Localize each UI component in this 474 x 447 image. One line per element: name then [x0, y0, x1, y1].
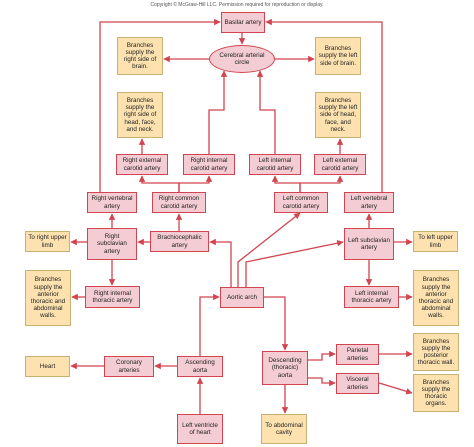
- arrow-descending-visceral: [308, 377, 336, 387]
- right-common-carotid: Right common carotid artery: [152, 192, 206, 213]
- arrow-rint-circle: [208, 70, 228, 154]
- visceral-arteries: Visceral arteries: [336, 373, 379, 394]
- left-brain-branches: Branches supply the left side of brain.: [315, 37, 361, 75]
- right-head-branches: Branches supply the right side of head, …: [117, 92, 163, 138]
- left-external-carotid: Left external carotid artery: [314, 154, 366, 175]
- arrow-visceral-organs: [378, 382, 413, 395]
- thoracic-organ-branches: Branches supply the thoracic organs.: [413, 374, 459, 412]
- brachiocephalic-artery: Brachiocephalic artery: [150, 231, 209, 252]
- arrow-rcommon-ext: [138, 175, 180, 192]
- aortic-arch: Aortic arch: [220, 287, 264, 308]
- arrow-descending-parietal: [308, 350, 336, 361]
- arrow-arch-lcommon: [237, 212, 301, 287]
- arrow-lint-circle: [256, 70, 276, 154]
- ascending-aorta: Ascending aorta: [177, 356, 223, 377]
- arrow-rcommon-int: [178, 175, 213, 192]
- right-brain-branches: Branches supply the right side of brain.: [117, 37, 163, 75]
- posterior-wall-branches: Branches supply the posterior thoracic w…: [413, 333, 459, 371]
- right-vertebral-artery: Right vertebral artery: [87, 192, 137, 213]
- to-right-upper-limb: To right upper limb: [25, 231, 70, 252]
- right-external-carotid: Right external carotid artery: [116, 154, 168, 175]
- left-subclavian-artery: Left subclavian artery: [344, 228, 394, 260]
- cerebral-arterial-circle: Cerebral arterial circle: [209, 45, 275, 73]
- left-internal-thoracic: Left internal thoracic artery: [344, 286, 399, 308]
- right-thoracic-wall-branches: Branches supply the anterior thoracic an…: [25, 270, 71, 326]
- arrow-lcommon-int: [271, 175, 301, 192]
- left-common-carotid: Left common carotid artery: [274, 192, 328, 213]
- left-vertebral-artery: Left vertebral artery: [344, 192, 394, 213]
- arrow-arch-descending: [264, 296, 289, 351]
- arrow-lcommon-ext: [299, 175, 344, 192]
- right-subclavian-artery: Right subclavian artery: [87, 228, 137, 260]
- basilar-artery: Basilar artery: [221, 12, 265, 33]
- left-head-branches: Branches supply the left side of head, f…: [315, 92, 361, 138]
- arrow-lvert-basilar: [265, 18, 383, 192]
- arrow-arch-lsubclav: [245, 239, 344, 287]
- arrow-arch-brachio: [209, 238, 232, 287]
- arrow-rvert-basilar: [99, 18, 221, 192]
- right-internal-thoracic: Right internal thoracic artery: [85, 286, 140, 308]
- to-left-upper-limb: To left upper limb: [413, 231, 458, 252]
- heart: Heart: [25, 356, 70, 377]
- arrow-ascending-arch: [199, 293, 220, 356]
- descending-thoracic-aorta: Descending (thoracic) aorta: [262, 351, 308, 385]
- right-internal-carotid: Right internal carotid artery: [183, 154, 235, 175]
- coronary-arteries: Coronary arteries: [104, 356, 154, 377]
- parietal-arteries: Parietal arteries: [336, 344, 379, 365]
- left-internal-carotid: Left internal carotid artery: [249, 154, 301, 175]
- to-abdominal-cavity: To abdominal cavity: [261, 414, 307, 444]
- copyright-notice: Copyright © McGraw-Hill LLC. Permission …: [150, 2, 324, 8]
- left-ventricle-of-heart: Left ventricle of heart: [177, 414, 223, 444]
- left-thoracic-wall-branches: Branches supply the anterior thoracic an…: [413, 270, 459, 326]
